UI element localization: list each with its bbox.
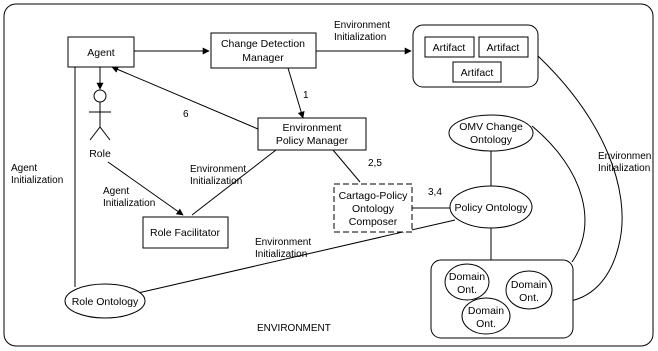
policy-ontology-node[interactable]: Policy Ontology (449, 185, 533, 229)
edge-epm-to-agent (111, 66, 259, 130)
label-agent-init-left-1: Agent (11, 163, 37, 174)
omv-change-ontology-node[interactable]: OMV Change Ontology (448, 114, 534, 152)
omv-label-line2: Ontology (470, 134, 513, 146)
label-env-init-top-2: Initialization (334, 32, 386, 43)
epm-label-line2: Policy Manager (276, 135, 349, 147)
domain-ont-node-1[interactable]: Domain Ont. (444, 263, 490, 301)
label-env-init-mid-1: Environment (190, 164, 246, 175)
cdm-label-line1: Change Detection (221, 38, 305, 50)
role-facilitator-label: Role Facilitator (150, 227, 221, 239)
label-env-init-top-1: Environment (334, 20, 390, 31)
stick-figure-icon (89, 89, 111, 141)
role-ontology-label: Role Ontology (72, 296, 139, 308)
label-env-init-right-1: Environmen (598, 151, 651, 162)
epm-label-line1: Environment (283, 122, 342, 134)
artifact-node-3[interactable]: Artifact (452, 61, 502, 83)
artifact-3-label: Artifact (461, 67, 494, 79)
agent-label: Agent (87, 47, 115, 59)
edge-epm-to-facilitator (191, 149, 277, 216)
label-edge-25: 2,5 (368, 158, 382, 169)
policy-ontology-label: Policy Ontology (455, 202, 529, 214)
edge-omv-to-domains (531, 125, 586, 263)
cartago-composer-node[interactable]: Cartago-Policy Ontology Composer (333, 183, 413, 233)
artifact-1-label: Artifact (433, 42, 466, 54)
artifact-node-1[interactable]: Artifact (424, 36, 475, 58)
domain-ont-node-3[interactable]: Domain Ont. (461, 297, 511, 335)
label-edge-34: 3,4 (428, 187, 442, 198)
cdm-label-line2: Manager (242, 52, 284, 64)
domain-2-label-line1: Domain (511, 279, 547, 291)
edge-epm-to-composer (332, 149, 361, 183)
label-env-init-right-2: Initialization (598, 163, 650, 174)
edge-role-to-facilitator (107, 161, 184, 216)
edge-artifacts-to-domains (537, 55, 623, 303)
label-environment: ENVIRONMENT (257, 323, 331, 334)
environment-policy-manager-node[interactable]: Environment Policy Manager (257, 117, 367, 151)
label-env-init-bottom-2: Initialization (255, 249, 307, 260)
composer-label-line1: Cartago-Policy (339, 190, 409, 202)
composer-label-line2: Ontology (352, 203, 395, 215)
domain-3-label-line1: Domain (468, 305, 504, 317)
role-label: Role (89, 148, 111, 160)
role-facilitator-node[interactable]: Role Facilitator (142, 216, 229, 249)
label-env-init-bottom-1: Environment (255, 237, 311, 248)
domain-ont-node-2[interactable]: Domain Ont. (505, 270, 553, 310)
domain-1-label-line1: Domain (449, 271, 485, 283)
change-detection-manager-node[interactable]: Change Detection Manager (210, 32, 317, 69)
label-env-init-mid-2: Initialization (190, 176, 242, 187)
domain-ontologies-group: Domain Ont. Domain Ont. Domain Ont. (430, 259, 574, 339)
role-ontology-node[interactable]: Role Ontology (64, 283, 146, 319)
label-edge-1: 1 (303, 90, 309, 101)
label-agent-init-mid-2: Initialization (103, 198, 155, 209)
label-agent-init-left-2: Initialization (11, 175, 63, 186)
label-agent-init-mid-1: Agent (103, 186, 129, 197)
artifact-2-label: Artifact (487, 42, 520, 54)
domain-3-label-line2: Ont. (476, 318, 496, 330)
artifact-node-2[interactable]: Artifact (478, 36, 529, 58)
artifacts-group: Artifact Artifact Artifact (412, 24, 539, 88)
domain-2-label-line2: Ont. (519, 292, 539, 304)
edge-cdm-to-epm (287, 67, 305, 119)
domain-1-label-line2: Ont. (457, 284, 477, 296)
agent-node[interactable]: Agent (67, 36, 135, 68)
role-actor[interactable]: Role (89, 89, 111, 160)
omv-label-line1: OMV Change (459, 121, 523, 133)
composer-label-line3: Composer (349, 216, 398, 228)
label-edge-6: 6 (183, 109, 189, 120)
